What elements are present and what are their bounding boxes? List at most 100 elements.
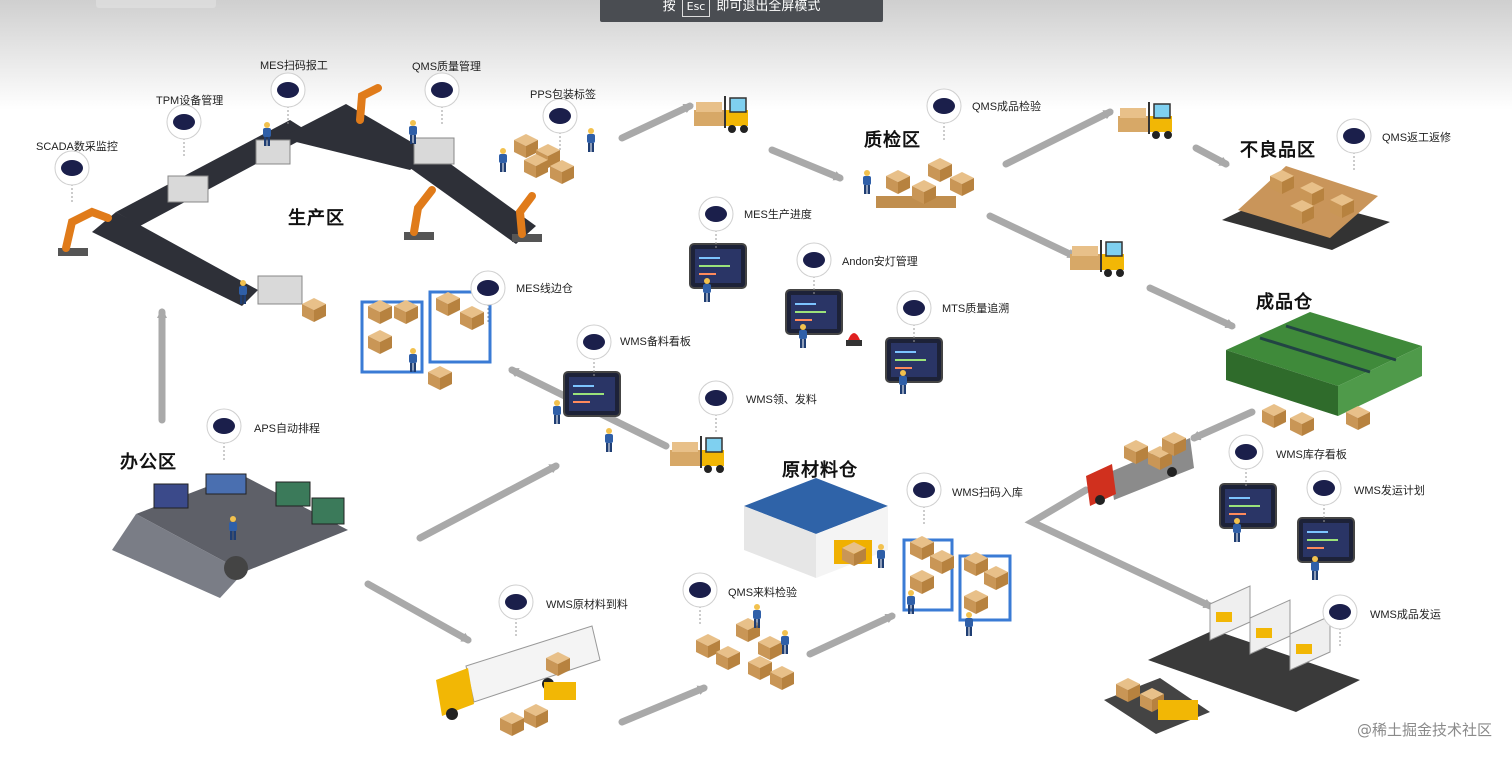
label-qms-incoming: QMS来料检验 <box>728 587 798 599</box>
worker-icon <box>409 348 417 372</box>
worker-icon <box>587 128 595 152</box>
forklift-icon <box>1069 239 1125 278</box>
location-pin-icon <box>682 572 718 625</box>
label-wms-raw-arrival: WMS原材料到料 <box>546 599 628 611</box>
flow-arrows <box>157 102 1256 726</box>
lineside-shelf <box>360 290 492 390</box>
esc-key-badge: Esc <box>681 0 711 17</box>
zone-quality-check: 质检区 <box>864 130 921 151</box>
forklift-icon <box>669 435 725 474</box>
zone-finished-goods: 成品仓 <box>1256 292 1313 313</box>
truck-icon <box>1086 432 1194 506</box>
label-tpm: TPM设备管理 <box>156 95 224 107</box>
location-pin-icon <box>270 72 306 125</box>
zone-defective: 不良品区 <box>1240 140 1316 161</box>
worker-icon <box>899 370 907 394</box>
truck-icon <box>436 625 601 736</box>
robot-arm-icon <box>58 207 112 256</box>
location-pin-icon <box>796 242 832 295</box>
label-wms-inventory: WMS库存看板 <box>1276 449 1347 461</box>
arrow-icon <box>806 612 896 658</box>
arrow-icon <box>1190 408 1256 442</box>
dashboard-screen-icon <box>563 371 621 417</box>
arrow-icon <box>1192 144 1230 168</box>
label-aps: APS自动排程 <box>254 423 321 435</box>
label-wms-board: WMS备料看板 <box>620 336 691 348</box>
robot-arm-icon <box>512 192 542 242</box>
loading-dock-icon <box>1104 585 1360 734</box>
pps-pack-area <box>514 128 595 184</box>
site-watermark: @稀土掘金技术社区 <box>1356 721 1492 739</box>
dashboard-screen-icon <box>1219 483 1277 529</box>
scan-in-shelf <box>902 536 1012 636</box>
label-wms-issue: WMS领、发料 <box>746 394 817 406</box>
quality-check-area <box>863 158 974 208</box>
dashboard-screen-icon <box>689 243 747 289</box>
location-pin-icon <box>424 72 460 125</box>
arrow-icon <box>618 102 694 142</box>
arrow-icon <box>1024 486 1214 610</box>
arrow-icon <box>768 146 844 182</box>
label-wms-ship: WMS成品发运 <box>1370 609 1441 621</box>
location-pin-icon <box>698 196 734 249</box>
label-wms-scan-in: WMS扫码入库 <box>952 487 1023 499</box>
worker-icon <box>409 120 417 144</box>
location-pin-icon <box>54 150 90 203</box>
defective-area <box>1222 166 1390 250</box>
raw-material-warehouse <box>744 478 888 578</box>
production-line <box>58 84 542 322</box>
label-qms-quality: QMS质量管理 <box>412 61 482 73</box>
label-wms-ship-plan: WMS发运计划 <box>1354 485 1425 497</box>
arrow-icon <box>618 684 708 726</box>
location-pin-icon <box>576 324 612 377</box>
worker-icon <box>605 428 613 452</box>
robot-arm-icon <box>356 84 382 124</box>
location-pin-icon <box>896 290 932 343</box>
location-pin-icon <box>926 88 962 141</box>
worker-icon <box>799 324 807 348</box>
desk-workstation-icon <box>112 473 348 598</box>
location-pin-icon <box>1228 434 1264 487</box>
location-pin-icon <box>698 380 734 433</box>
arrow-icon <box>364 580 472 644</box>
location-pin-icon <box>1306 470 1342 523</box>
location-pin-icon <box>206 408 242 461</box>
location-pin-icon <box>542 98 578 151</box>
zone-raw-material: 原材料仓 <box>782 460 858 481</box>
worker-icon <box>1311 556 1319 580</box>
forklift-icon <box>1117 101 1173 140</box>
robot-arm-icon <box>404 186 436 240</box>
dashboard-screen-icon <box>885 337 943 383</box>
label-qms-rework: QMS返工返修 <box>1382 132 1452 144</box>
worker-icon <box>965 612 973 636</box>
zone-production: 生产区 <box>288 208 345 229</box>
incoming-inspection <box>696 604 794 690</box>
worker-icon <box>499 148 507 172</box>
location-pin-icon <box>1336 118 1372 171</box>
dashboard-screen-icon <box>1297 517 1355 563</box>
label-pps-pack: PPS包装标签 <box>530 89 597 101</box>
forklift-icon <box>693 95 749 134</box>
worker-icon <box>781 630 789 654</box>
arrow-icon <box>1002 108 1114 168</box>
label-andon: Andon安灯管理 <box>842 256 918 268</box>
zone-office: 办公区 <box>120 452 177 473</box>
banner-suffix: 即可退出全屏模式 <box>716 0 821 14</box>
label-mts-trace: MTS质量追溯 <box>942 303 1010 315</box>
dashboard-screen-icon <box>785 289 843 335</box>
worker-icon <box>1233 518 1241 542</box>
label-mes-progress: MES生产进度 <box>744 209 812 221</box>
arrow-icon <box>1146 284 1236 330</box>
worker-icon <box>703 278 711 302</box>
warning-light-icon <box>846 333 862 346</box>
warehouse-icon <box>1226 312 1422 436</box>
logo-watermark <box>96 0 216 8</box>
label-qms-finished: QMS成品检验 <box>972 101 1042 113</box>
worker-icon <box>863 170 871 194</box>
location-pin-icon <box>166 104 202 157</box>
location-pin-icon <box>498 584 534 637</box>
location-pin-icon <box>906 472 942 525</box>
arrow-icon <box>986 212 1078 260</box>
